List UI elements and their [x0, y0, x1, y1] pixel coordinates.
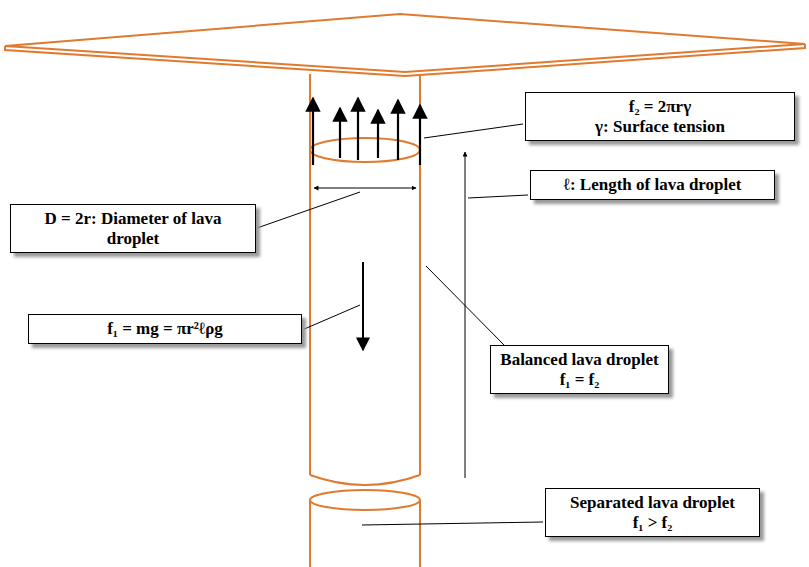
label-box: ℓ: Length of lava droplet: [530, 170, 775, 200]
state-box: Separated lava dropletf₁ > f₂: [545, 488, 760, 537]
box-text: f₂ = 2πrγ: [534, 97, 786, 117]
box-text: D = 2r: Diameter of lava droplet: [19, 209, 247, 248]
box-text: f₁ = mg = πr²ℓρg: [37, 319, 293, 339]
box-subtext: f₁ > f₂: [554, 513, 751, 533]
separated-cylinder: [310, 490, 420, 567]
formula-box: f₂ = 2πrγγ: Surface tension: [525, 92, 795, 141]
tension-arrows: [313, 98, 420, 165]
box-subtext: γ: Surface tension: [534, 117, 786, 137]
length-line: [465, 152, 466, 478]
diameter-arrow: [314, 188, 416, 189]
balanced-cylinder: [310, 74, 420, 485]
label-box: D = 2r: Diameter of lava droplet: [10, 204, 256, 253]
formula-box: f₁ = mg = πr²ℓρg: [28, 314, 302, 344]
state-box: Balanced lava dropletf₁ = f₂: [490, 345, 669, 394]
box-subtext: f₁ = f₂: [499, 370, 660, 390]
plate: [5, 14, 805, 76]
weight-arrow: [362, 262, 364, 350]
box-text: Balanced lava droplet: [499, 350, 660, 370]
box-text: Separated lava droplet: [554, 493, 751, 513]
box-text: ℓ: Length of lava droplet: [539, 175, 766, 195]
